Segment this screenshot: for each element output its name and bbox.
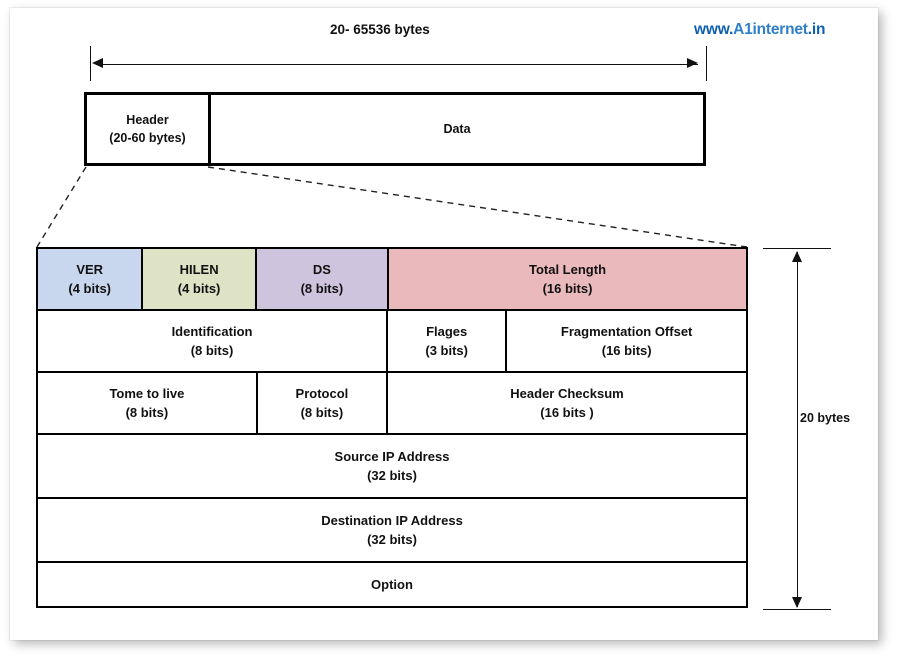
- field-bits: (4 bits): [68, 281, 112, 296]
- ip-header-table: VER (4 bits) HILEN (4 bits) DS (8 bits) Total …: [36, 247, 748, 608]
- field-name: Header Checksum: [510, 385, 624, 401]
- site-watermark: www.A1internet.in: [694, 21, 825, 39]
- field-bits: (32 bits): [367, 532, 417, 547]
- header-field-total-length: Total Length (16 bits): [389, 249, 746, 309]
- header-field-source-ip-address: Source IP Address (32 bits): [38, 435, 746, 497]
- field-name: VER: [76, 261, 104, 277]
- header-row: Option: [38, 563, 746, 606]
- field-name: Fragmentation Offset: [560, 323, 693, 339]
- field-bits: (16 bits): [542, 281, 593, 296]
- field-name: Source IP Address: [334, 448, 450, 464]
- field-name: Identification: [171, 323, 253, 339]
- packet-data-cell: Data: [211, 95, 703, 163]
- header-field-ds: DS (8 bits): [256, 249, 390, 309]
- arrow-head-right: [687, 58, 698, 68]
- watermark-suffix: .in: [807, 21, 826, 38]
- packet-data-label: Data: [443, 122, 471, 136]
- header-field-fragmentation-offset: Fragmentation Offset (16 bits): [507, 311, 746, 371]
- vertical-arrow-down: [791, 597, 802, 608]
- measure-tick-left: [90, 46, 91, 81]
- packet-header-size: (20-60 bytes): [109, 131, 186, 145]
- field-bits: (8 bits): [300, 281, 344, 296]
- packet-header-cell: Header (20-60 bytes): [87, 95, 211, 163]
- header-field-destination-ip-address: Destination IP Address (32 bits): [38, 499, 746, 561]
- header-row: VER (4 bits) HILEN (4 bits) DS (8 bits) Total …: [38, 249, 746, 311]
- field-name: Destination IP Address: [321, 512, 463, 528]
- vertical-tick-bottom: [763, 609, 831, 610]
- field-bits: (8 bits): [125, 405, 169, 420]
- header-row: Identification (8 bits) Flages (3 bits) Frag…: [38, 311, 746, 373]
- measure-tick-right: [706, 46, 707, 81]
- header-row: Source IP Address (32 bits): [38, 435, 746, 499]
- header-field-identification: Identification (8 bits): [38, 311, 389, 371]
- field-name: DS: [312, 261, 331, 277]
- vertical-tick-top: [763, 248, 831, 249]
- field-bits: (8 bits): [190, 343, 234, 358]
- total-size-label: 20- 65536 bytes: [330, 22, 430, 37]
- field-name: Protocol: [295, 385, 349, 401]
- field-bits: (16 bits): [601, 343, 652, 358]
- header-field-flages: Flages (3 bits): [388, 311, 508, 371]
- field-bits: (8 bits): [300, 405, 344, 420]
- field-name: HILEN: [179, 261, 219, 277]
- header-field-protocol: Protocol (8 bits): [257, 373, 389, 433]
- watermark-prefix: www.: [694, 21, 734, 38]
- field-name: Total Length: [528, 261, 607, 277]
- field-bits: (4 bits): [177, 281, 221, 296]
- field-name: Option: [371, 576, 413, 592]
- header-size-label: 20 bytes: [800, 411, 851, 425]
- vertical-arrow-up: [791, 251, 802, 262]
- arrow-head-left: [92, 58, 103, 68]
- header-field-option: Option: [38, 563, 746, 606]
- packet-box: Header (20-60 bytes) Data: [84, 92, 706, 166]
- field-bits: (16 bits ): [540, 405, 594, 420]
- watermark-brand: A1internet: [733, 21, 808, 38]
- header-field-ver: VER (4 bits): [38, 249, 144, 309]
- header-row: Tome to live (8 bits) Protocol (8 bits) Head…: [38, 373, 746, 435]
- header-field-header-checksum: Header Checksum (16 bits ): [388, 373, 746, 433]
- header-field-tome-to-live: Tome to live (8 bits): [38, 373, 258, 433]
- field-bits: (3 bits): [425, 343, 468, 358]
- header-field-hilen: HILEN (4 bits): [143, 249, 257, 309]
- vertical-measure-line: [797, 252, 798, 607]
- field-name: Flages: [426, 323, 468, 339]
- field-name: Tome to live: [109, 385, 185, 401]
- header-row: Destination IP Address (32 bits): [38, 499, 746, 563]
- field-bits: (32 bits): [367, 468, 417, 483]
- measure-arrow-line: [96, 64, 698, 65]
- packet-header-title: Header: [126, 112, 169, 127]
